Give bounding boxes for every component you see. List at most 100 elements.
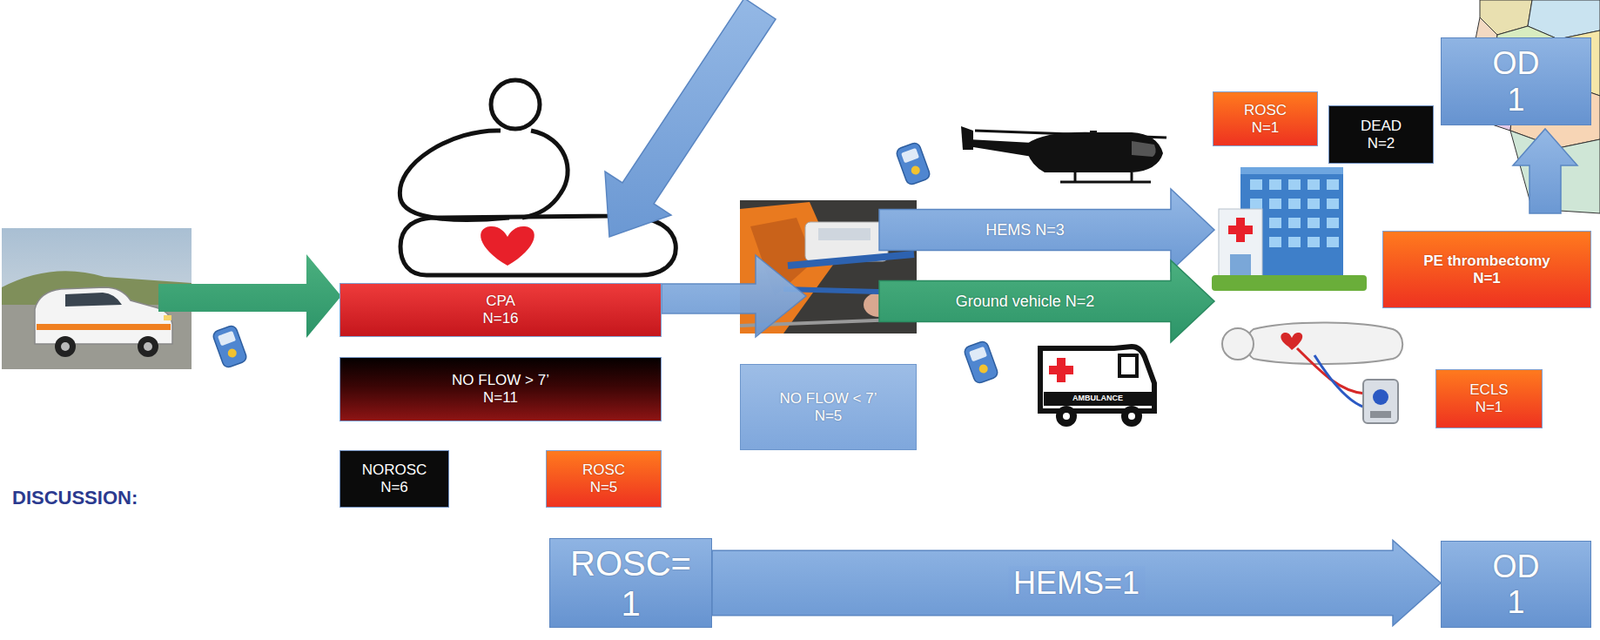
hospital (1240, 167, 1344, 175)
box-text: OD 1 (1479, 548, 1553, 621)
cpr-figure (399, 130, 510, 221)
vehicle-lettering: AMBULANCE (1072, 394, 1123, 404)
ecls-illustration (1280, 332, 1303, 350)
helicopter (968, 139, 1033, 157)
hospital (1269, 179, 1282, 190)
ambulance (1062, 412, 1070, 420)
cpr-figure (522, 130, 568, 218)
hospital (1307, 217, 1320, 229)
flow-box: CPA N=16 (339, 282, 662, 337)
aed-icon (962, 340, 999, 385)
ecls-illustration (1222, 328, 1254, 360)
hospital (1326, 236, 1339, 248)
section-heading: DISCUSSION: (12, 487, 138, 509)
box-text: NOROSC N=6 (346, 461, 443, 496)
box-text: NO FLOW < 7’ N=5 (765, 389, 893, 424)
aed-icon (977, 363, 989, 375)
arrow-shape (879, 260, 1215, 343)
car-photo (60, 342, 70, 351)
ambulance (1119, 355, 1137, 377)
hospital (1218, 208, 1263, 277)
hospital (1307, 198, 1320, 209)
patient-photo (818, 228, 871, 241)
aed-icon (217, 330, 236, 346)
flow-box: DEAD N=2 (1328, 105, 1434, 164)
flow-box: OD 1 (1440, 540, 1592, 628)
hospital (1326, 217, 1339, 229)
hospital (1288, 179, 1301, 190)
arrow-band: HEMS N=3 (879, 188, 1215, 271)
up-arrow (1512, 128, 1578, 214)
car-photo (54, 336, 76, 357)
green-arrow (158, 254, 342, 338)
aed-icon (211, 324, 248, 370)
car-photo (143, 342, 153, 351)
edge-label: HEMS=1 (1008, 565, 1145, 601)
blue-arrow (661, 255, 807, 337)
hospital (1269, 217, 1282, 229)
ambulance (1048, 365, 1074, 375)
aed-icon (909, 164, 922, 176)
ambulance (1055, 405, 1077, 427)
helicopter (1131, 141, 1157, 157)
block-arrow (712, 540, 1441, 626)
box-text: OD 1 (1479, 45, 1553, 118)
hospital (1228, 225, 1253, 235)
patient-photo (787, 254, 915, 266)
aed-icon (900, 147, 920, 163)
car-photo (36, 323, 171, 330)
box-text: CPA N=16 (467, 292, 535, 327)
hospital (1269, 236, 1282, 248)
ecls-illustration (1372, 389, 1389, 405)
hospital (1288, 198, 1301, 209)
car-photo (163, 315, 172, 321)
hospital (1269, 198, 1282, 209)
box-text: ROSC N=1 (1229, 101, 1303, 136)
flow-box: ROSC N=5 (545, 450, 662, 508)
hospital (1211, 167, 1367, 291)
helicopter (1027, 132, 1164, 173)
hospital (1326, 179, 1339, 190)
ecls-illustration (1370, 410, 1392, 418)
aed-icon (894, 141, 931, 187)
up-arrow (1512, 128, 1578, 214)
ambulance (1128, 412, 1136, 420)
helicopter (1130, 172, 1134, 182)
hospital (1288, 236, 1301, 248)
flow-box: NO FLOW < 7’ N=5 (739, 363, 917, 451)
hospital (1288, 217, 1301, 229)
arrow-shape (879, 188, 1215, 271)
flow-box: OD 1 (1440, 37, 1592, 126)
arrow-band: Ground vehicle N=2 (879, 260, 1215, 343)
hospital (1307, 236, 1320, 248)
box-text: PE thrombectomy N=1 (1408, 252, 1566, 287)
helicopter (961, 126, 974, 150)
aed-icon (962, 340, 999, 385)
box-text: ECLS N=1 (1454, 381, 1524, 416)
flow-box: NOROSC N=6 (339, 450, 450, 508)
helicopter (961, 126, 1167, 182)
ambulance (1040, 346, 1155, 427)
flow-box: ECLS N=1 (1435, 369, 1543, 429)
cpr-figure (490, 80, 540, 129)
car-photo (65, 292, 122, 307)
ambulance (1040, 346, 1155, 411)
car-photo (137, 336, 159, 357)
car-photo (34, 287, 173, 344)
ecls-illustration (1314, 355, 1365, 408)
hospital (1250, 179, 1263, 190)
hospital (1326, 198, 1339, 209)
flow-box: NO FLOW > 7’ N=11 (339, 356, 662, 422)
aed-icon (226, 347, 238, 359)
blue-arrow (661, 255, 807, 337)
hospital (1230, 254, 1251, 277)
box-text: HEMS N=3 (985, 221, 1065, 240)
hospital (1211, 275, 1367, 291)
hospital (1307, 179, 1320, 190)
box-text: Ground vehicle N=2 (955, 292, 1096, 311)
helicopter (1074, 172, 1077, 182)
ecls-illustration (1222, 322, 1403, 424)
